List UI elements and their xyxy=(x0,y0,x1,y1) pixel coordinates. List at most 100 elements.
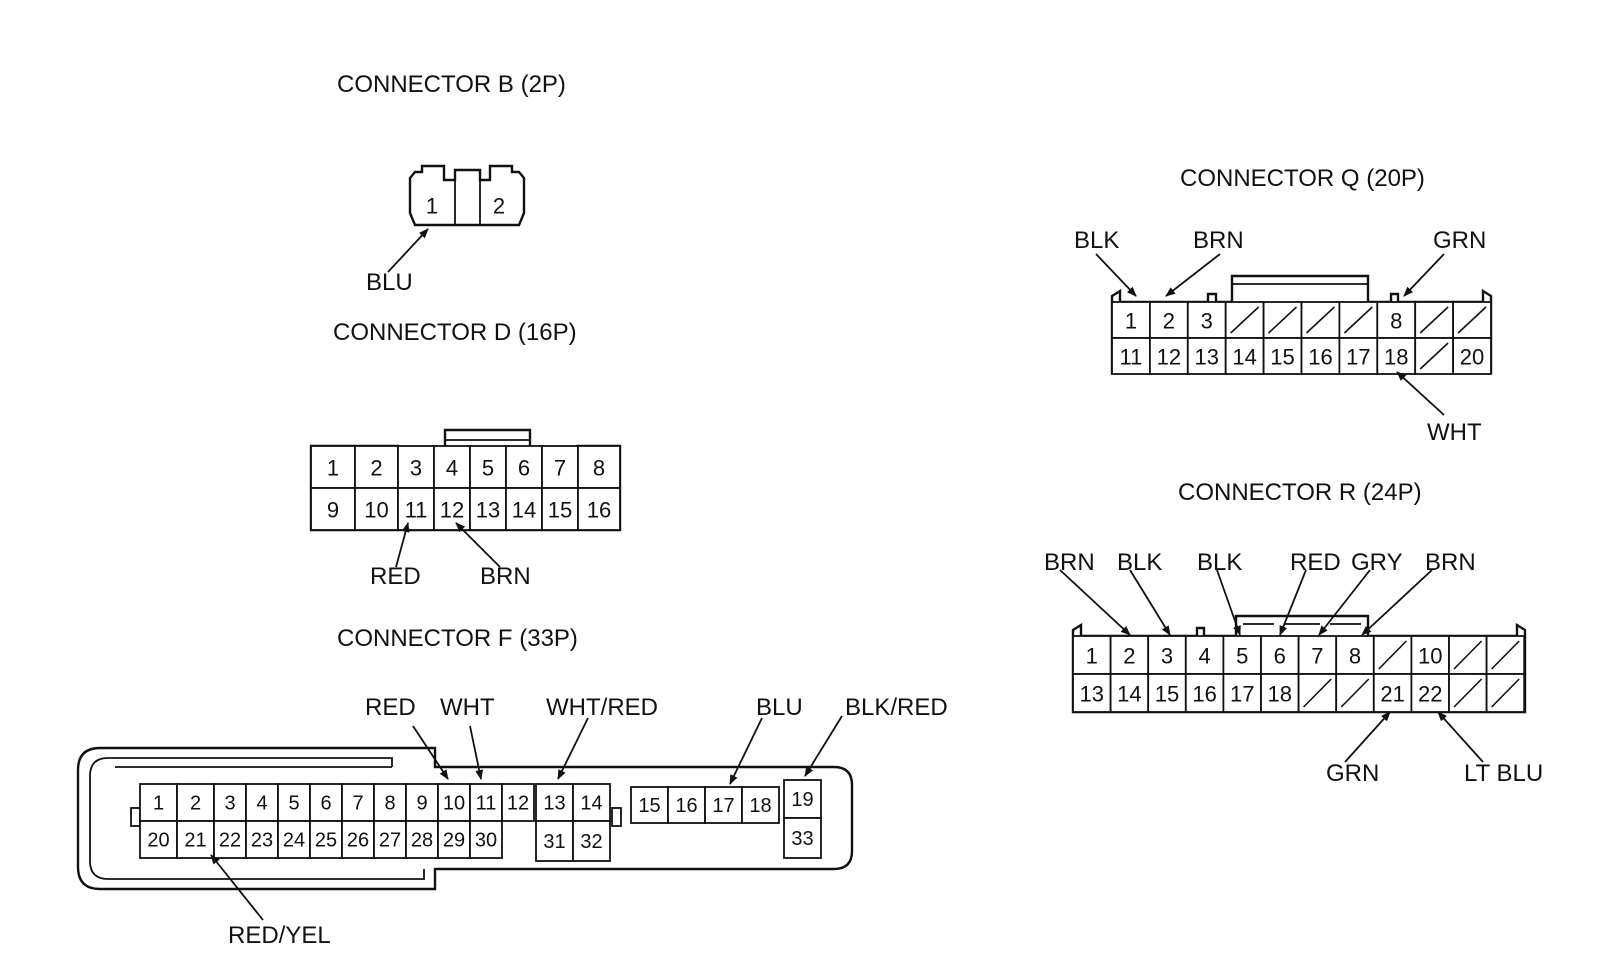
connector-f-pin-15: 15 xyxy=(630,786,669,824)
connector-f-pin-23: 23 xyxy=(245,820,279,859)
pin-number: 9 xyxy=(416,793,427,815)
connector-q-pin-20: 20 xyxy=(1452,337,1492,375)
empty-cavity-slash xyxy=(1305,306,1335,334)
connector-r-pin-21: 21 xyxy=(1372,673,1413,713)
connector-f-pin-3: 3 xyxy=(213,783,247,822)
pin-number: 10 xyxy=(1418,644,1442,669)
pin-number: 22 xyxy=(219,830,241,852)
connector-d-pin-10: 10 xyxy=(354,487,399,531)
pin-number: 2 xyxy=(1123,644,1135,669)
connector-b-arrow-pin-1 xyxy=(387,228,429,273)
connector-b-title: CONNECTOR B (2P) xyxy=(337,71,566,98)
connector-r-empty-row1-10 xyxy=(1448,635,1488,675)
connector-d-pin-6: 6 xyxy=(505,445,543,489)
connector-r-pin-22: 22 xyxy=(1410,673,1450,713)
pin-number: 11 xyxy=(476,793,497,815)
connector-f-pin-7: 7 xyxy=(341,783,375,822)
pin-number: 6 xyxy=(1274,644,1286,669)
connector-r-arrow-pin-21 xyxy=(1344,711,1391,763)
pin-number: 15 xyxy=(638,795,660,817)
connector-f-arrow-pin-11 xyxy=(469,725,484,780)
connector-f-wire-pin-10: RED xyxy=(365,694,416,721)
connector-d-pin-16: 16 xyxy=(577,487,621,531)
connector-q-title: CONNECTOR Q (20P) xyxy=(1180,165,1425,192)
pin-number: 32 xyxy=(580,831,602,853)
empty-cavity-slash xyxy=(1419,342,1449,370)
pin-number: 16 xyxy=(1192,682,1216,707)
connector-r-empty-row1-8 xyxy=(1372,635,1413,675)
connector-r-arrow-pin-6 xyxy=(1279,569,1307,636)
connector-f-wire-pin-13: WHT/RED xyxy=(546,694,658,721)
connector-r-arrow-pin-7 xyxy=(1318,569,1371,636)
empty-cavity-slash xyxy=(1378,640,1407,670)
connector-f-pin-32: 32 xyxy=(572,820,611,862)
connector-q-wire-pin-1: BLK xyxy=(1074,227,1119,254)
pin-number: 8 xyxy=(1390,309,1402,334)
connector-f-arrow-pin-17 xyxy=(729,717,763,785)
connector-r-pin-6: 6 xyxy=(1260,635,1300,675)
pin-number: 8 xyxy=(384,793,395,815)
connector-q-wire-pin-2: BRN xyxy=(1193,227,1244,254)
connector-d-pin-1: 1 xyxy=(310,445,356,489)
pin-number: 21 xyxy=(184,830,206,852)
connector-f-title: CONNECTOR F (33P) xyxy=(337,625,578,652)
connector-q-empty-row1-9 xyxy=(1452,301,1492,339)
connector-f-pin-22: 22 xyxy=(213,820,247,859)
pin-number: 8 xyxy=(593,456,605,481)
pin-number: 6 xyxy=(518,456,530,481)
connector-q-pin-14: 14 xyxy=(1224,337,1265,375)
connector-q-pin-18: 18 xyxy=(1376,337,1417,375)
pin-number: 4 xyxy=(446,456,458,481)
pin-number: 12 xyxy=(440,498,464,523)
connector-f-pin-18: 18 xyxy=(741,786,780,824)
empty-cavity-slash xyxy=(1419,306,1449,334)
pin-number: 2 xyxy=(190,793,201,815)
connector-q-arrow-pin-18 xyxy=(1396,371,1445,416)
connector-q-wire-pin-18: WHT xyxy=(1427,419,1482,446)
connector-r-pin-7: 7 xyxy=(1297,635,1338,675)
pin-number: 24 xyxy=(283,830,305,852)
empty-cavity-slash xyxy=(1491,640,1520,670)
pin-number: 27 xyxy=(379,830,401,852)
connector-f-pin-14: 14 xyxy=(572,783,611,822)
connector-r-empty-row1-11 xyxy=(1485,635,1526,675)
connector-d-pin-13: 13 xyxy=(469,487,507,531)
pin-number: 1 xyxy=(153,793,164,815)
pin-number: 8 xyxy=(1349,644,1361,669)
pin-number: 20 xyxy=(1460,345,1484,370)
pin-number: 21 xyxy=(1380,682,1404,707)
connector-f-pin-6: 6 xyxy=(309,783,343,822)
pin-number: 16 xyxy=(587,498,611,523)
pin-number: 17 xyxy=(1346,345,1370,370)
connector-f-pin-12: 12 xyxy=(501,783,535,822)
connector-q-arrow-pin-8 xyxy=(1403,253,1445,297)
pin-number: 17 xyxy=(1230,682,1254,707)
pin-number: 5 xyxy=(288,793,299,815)
pin-number: 4 xyxy=(1198,644,1210,669)
pin-number: 15 xyxy=(1270,345,1294,370)
pin-number: 10 xyxy=(443,793,465,815)
connector-r-empty-row2-6 xyxy=(1297,673,1338,713)
pin-number: 6 xyxy=(320,793,331,815)
pin-number: 19 xyxy=(791,789,813,811)
connector-f-wire-pin-21: RED/YEL xyxy=(228,922,331,949)
pin-number: 18 xyxy=(1384,345,1408,370)
pin-number: 3 xyxy=(1161,644,1173,669)
empty-cavity-slash xyxy=(1268,306,1298,334)
pin-number: 12 xyxy=(507,793,529,815)
connector-q-pin-17: 17 xyxy=(1338,337,1379,375)
pin-number: 20 xyxy=(147,830,169,852)
pin-number: 9 xyxy=(327,498,339,523)
connector-f-pin-30: 30 xyxy=(469,820,503,859)
connector-d-pin-5: 5 xyxy=(469,445,507,489)
connector-r-wire-pin-21: GRN xyxy=(1326,760,1379,787)
connector-q-arrow-pin-1 xyxy=(1095,253,1137,297)
connector-f-pin-27: 27 xyxy=(373,820,407,859)
pin-number: 13 xyxy=(1195,345,1219,370)
connector-r-wire-pin-6: RED xyxy=(1290,549,1341,576)
connector-f-wire-pin-11: WHT xyxy=(440,694,495,721)
